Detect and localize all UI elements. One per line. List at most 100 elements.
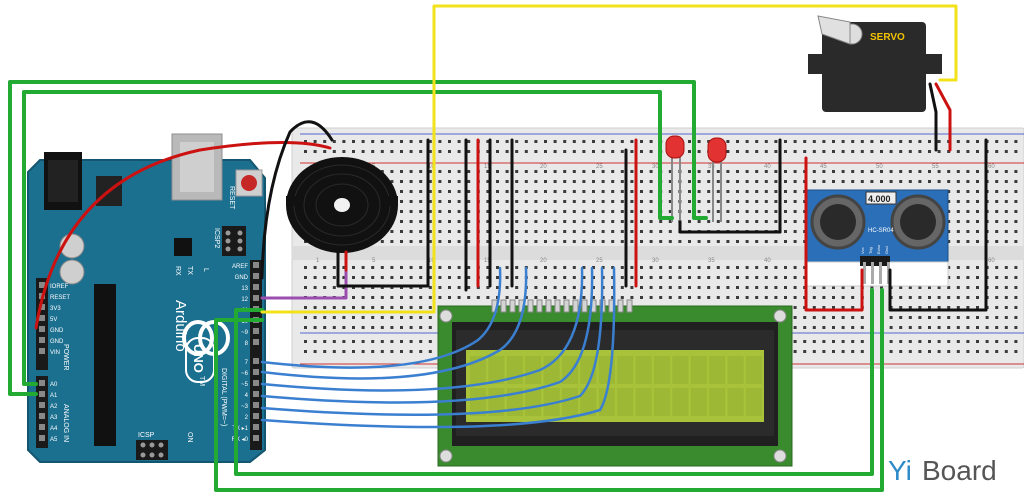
wire-green-a1-led (8, 80, 708, 396)
capacitor-2 (59, 259, 85, 285)
sensor-pin-label: Echo (876, 244, 881, 254)
sensor-pin-label: Trig (868, 247, 873, 254)
analog-pin-label: A5 (50, 437, 58, 443)
wire-blue-d4 (260, 266, 594, 404)
digital-pin-label: 8 (245, 341, 249, 347)
analog-pin-label: A1 (50, 393, 58, 399)
power-pin-label: 5V (50, 317, 57, 323)
digital-pin-label: 2 (245, 415, 249, 421)
reset-label: RESET (228, 186, 235, 210)
digital-pin-label: 12 (241, 297, 248, 303)
breadboard-row-number: 5 (372, 258, 376, 264)
icsp-label: ICSP (138, 432, 155, 439)
breadboard-row-number: 25 (596, 258, 603, 264)
wire-blue-d5 (260, 266, 584, 392)
piezo-buzzer (286, 157, 398, 253)
on-label: ON (186, 432, 193, 443)
breadboard-row-number: 40 (764, 164, 771, 170)
power-pin-label: RESET (50, 295, 70, 301)
breadboard-row-number: 50 (876, 164, 883, 170)
power-pin-label: VIN (50, 350, 60, 356)
wire-green-trig (234, 288, 874, 476)
analog-section-label: ANALOG IN (62, 404, 69, 442)
power-section-label: POWER (62, 344, 69, 370)
rx-label: RX (174, 266, 181, 276)
breadboard-row-number: 25 (596, 164, 603, 170)
sensor-pin-label: Vcc (860, 247, 865, 254)
digital-pin-label: AREF (232, 264, 248, 270)
icsp2-label: ICSP2 (213, 228, 220, 248)
breadboard-row-number: 20 (540, 258, 547, 264)
icsp-header: ICSP (136, 432, 168, 460)
power-header (36, 278, 48, 370)
breadboard-row-number: 35 (708, 164, 715, 170)
usb-chip (174, 238, 192, 256)
watermark-yi: Yi (888, 455, 912, 486)
l-label: L (202, 268, 209, 272)
power-pin-label: IOREF (50, 284, 69, 290)
wire-red-5v (34, 141, 332, 330)
wires (8, 4, 988, 492)
breadboard-row-number: 10 (428, 164, 435, 170)
digital-pin-label: TX ▸1 (232, 426, 248, 432)
wire-purple-buzzer (260, 268, 348, 300)
breadboard-row-number: 45 (820, 164, 827, 170)
wire-yellow-servo (260, 4, 958, 314)
svg-text:UNO: UNO (191, 344, 206, 373)
breadboard-row-number: 10 (428, 258, 435, 264)
breadboard-row-number: 60 (988, 164, 995, 170)
digital-pin-label: GND (235, 275, 249, 281)
sensor-model: HC-SR04 (868, 228, 894, 234)
wire-blue-d2 (260, 266, 616, 429)
breadboard-row-number: 55 (932, 164, 939, 170)
breadboard-row-number: 30 (652, 258, 659, 264)
breadboard-row-number: 15 (484, 164, 491, 170)
arduino-brand: Arduino (172, 300, 189, 352)
analog-pin-label: A3 (50, 415, 58, 421)
digital-pin-label: RX ◂0 (232, 437, 249, 443)
analog-pin-label: A4 (50, 426, 58, 432)
servo-label: SERVO (870, 32, 905, 43)
power-pin-label: GND (50, 328, 64, 334)
breadboard-row-number: 60 (988, 258, 995, 264)
lcd-module (437, 299, 793, 467)
breadboard-row-numbers: 1155101015152020252530303535404045455050… (316, 164, 995, 264)
analog-pin-label: A0 (50, 382, 58, 388)
digital-pin-label: ~9 (241, 330, 249, 336)
wire-black-gnd (260, 120, 334, 280)
led-2 (707, 137, 727, 222)
led-1 (665, 135, 685, 222)
watermark-board: Board (922, 455, 997, 486)
wire-green-a0-led (22, 90, 674, 386)
icsp2-header: ICSP2 (213, 226, 246, 256)
arduino-board: RESET ICSP2 RX TX L Arduino TM (27, 133, 266, 463)
digital-pin-label: 13 (241, 286, 248, 292)
sensor-crystal-value: 4.000 (868, 194, 891, 204)
yiboard-watermark: Yi Board (888, 455, 997, 486)
wire-blue-d6 (260, 266, 528, 380)
digital-pin-label: 7 (245, 360, 249, 366)
digital-pin-label: ~6 (241, 371, 249, 377)
atmega-chip (94, 284, 116, 446)
power-pin-label: 3V3 (50, 306, 61, 312)
tx-label: TX (186, 266, 193, 275)
wire-blue-d3 (260, 266, 604, 416)
sensor-pin-label: Gnd (884, 246, 889, 254)
digital-pin-label: ~5 (241, 382, 249, 388)
buzzer-center (334, 198, 350, 212)
breadboard-row-number: 35 (708, 258, 715, 264)
digital-pin-label: ~3 (241, 404, 249, 410)
breadboard-row-number: 20 (540, 164, 547, 170)
power-pin-label: GND (50, 339, 64, 345)
servo-motor: SERVO (808, 15, 942, 112)
breadboard-row-number: 1 (316, 258, 320, 264)
breadboard-row-number: 30 (652, 164, 659, 170)
wire-blue-d7 (260, 266, 502, 369)
wire-green-echo (214, 288, 884, 492)
digital-pin-label: 4 (245, 393, 249, 399)
breadboard-row-number: 15 (484, 258, 491, 264)
breadboard-row-number: 40 (764, 258, 771, 264)
